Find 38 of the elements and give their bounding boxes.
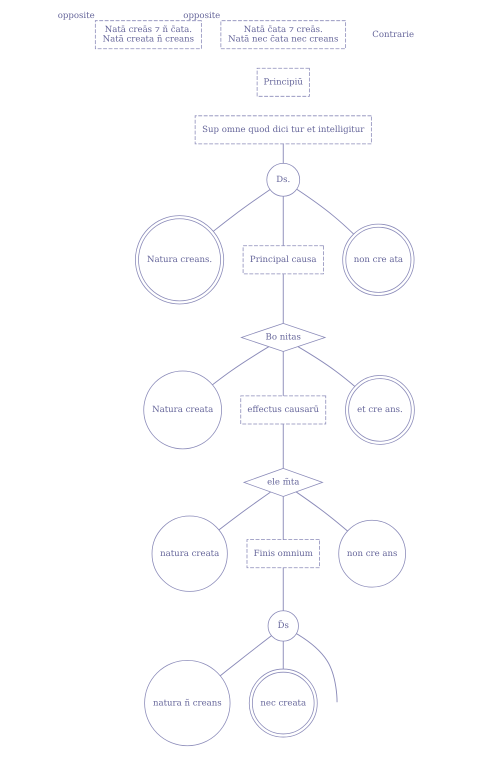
node-diamond: Bo nitas	[240, 323, 326, 352]
connector	[282, 144, 284, 164]
label: Contrarie	[372, 30, 414, 40]
connector	[212, 189, 270, 232]
node-label: opposite	[58, 11, 95, 22]
node-box: Natā creās ⁊ ñ c̄ata. Natā creata ñ creans	[94, 20, 202, 50]
node-box: Principal causa	[242, 245, 324, 274]
node-box: Finis omnium	[246, 539, 320, 568]
node-circle: Natura creans.	[134, 215, 224, 304]
node-circle: nec creata	[248, 668, 318, 738]
node-circle: non cre ans	[338, 520, 406, 588]
connector	[282, 640, 284, 670]
node-box: Natā c̄ata ⁊ creās. Natā nec c̄ata nec creans	[220, 20, 346, 50]
connector	[282, 196, 284, 246]
connector	[296, 633, 338, 703]
node-circle: non cre ata	[342, 224, 414, 296]
node-circle: Ds.	[266, 162, 300, 197]
connector	[298, 346, 356, 387]
connector	[282, 424, 284, 469]
connector	[218, 492, 272, 530]
connector	[282, 567, 284, 612]
connector	[282, 274, 284, 324]
connector	[296, 188, 354, 234]
node-label: opposite	[183, 11, 220, 22]
node-circle: Natura creata	[143, 370, 222, 450]
node-diamond: ele m̃ta	[242, 468, 324, 497]
node-circle: et cre ans.	[345, 375, 415, 445]
connector	[212, 346, 270, 386]
node-box: Sup omne quod dici tur et intelligitur	[194, 115, 372, 144]
node-box: Principiū	[256, 68, 310, 97]
connector	[296, 491, 348, 532]
connector	[282, 351, 284, 396]
node-circle: natura ñ creans	[144, 660, 230, 746]
node-box: effectus causarū	[240, 396, 326, 424]
node-circle: D̃s	[268, 610, 299, 642]
connector	[282, 496, 284, 540]
node-circle: natura creata	[152, 516, 228, 592]
connector	[220, 635, 272, 676]
